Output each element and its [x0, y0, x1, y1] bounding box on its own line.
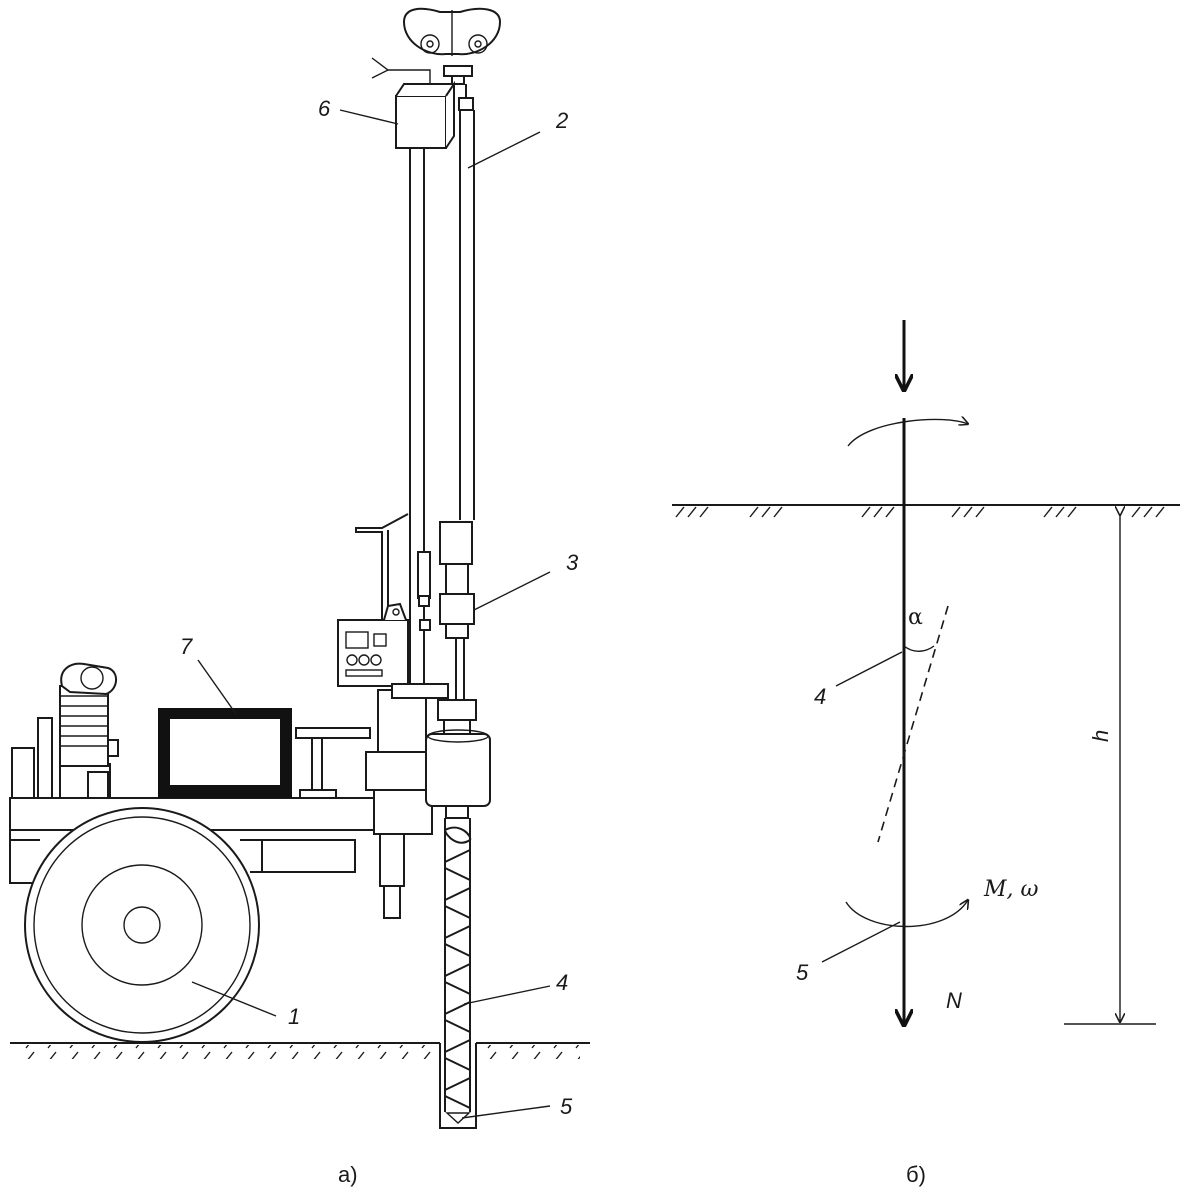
torque-speed-label: M, ω — [983, 877, 1039, 902]
rotary-drive — [425, 729, 491, 819]
angle-arc — [903, 645, 935, 652]
axial-force-label: N — [946, 988, 962, 1013]
callout-4-right: 4 — [814, 684, 826, 709]
control-station — [158, 708, 292, 798]
hydraulic-cylinder — [417, 551, 431, 631]
bottom-rotation-arrow — [845, 900, 968, 928]
callout-5-right: 5 — [796, 960, 809, 985]
caption-a: а) — [338, 1162, 358, 1187]
callout-4-leader — [835, 651, 903, 687]
ground-surface-right — [672, 504, 1180, 518]
inclined-axis-dashed — [877, 605, 949, 843]
callout-4: 4 — [556, 970, 568, 995]
trailer-wheel — [24, 807, 260, 1043]
callout-3: 3 — [566, 550, 579, 575]
callout-2: 2 — [555, 108, 568, 133]
callout-leaders-left — [191, 109, 551, 1119]
engine-unit — [11, 662, 119, 799]
control-panel — [337, 602, 409, 687]
top-drive-unit — [371, 57, 456, 149]
caption-b: б) — [906, 1162, 926, 1187]
drill-carriage — [365, 683, 449, 919]
ground-surface-left — [10, 1042, 590, 1129]
auger-flight — [443, 818, 472, 1112]
callout-5: 5 — [560, 1094, 573, 1119]
callout-7: 7 — [180, 634, 193, 659]
mast-support — [295, 727, 371, 799]
force-scheme-figure: α 4 M, ω 5 N h б) — [672, 320, 1180, 1187]
callout-1: 1 — [288, 1004, 300, 1029]
callout-5-leader — [821, 921, 901, 963]
top-rotation-arrow — [847, 419, 968, 447]
mast-guide-rails — [409, 110, 475, 690]
depth-dimension — [1064, 515, 1156, 1025]
drill-string-coupling — [437, 521, 477, 735]
crown-block — [402, 7, 502, 111]
drilling-rig-figure: 6 2 3 7 4 1 5 а) — [9, 7, 590, 1187]
depth-h-label: h — [1088, 730, 1113, 742]
angle-alpha-label: α — [908, 605, 923, 630]
callout-6: 6 — [318, 96, 331, 121]
